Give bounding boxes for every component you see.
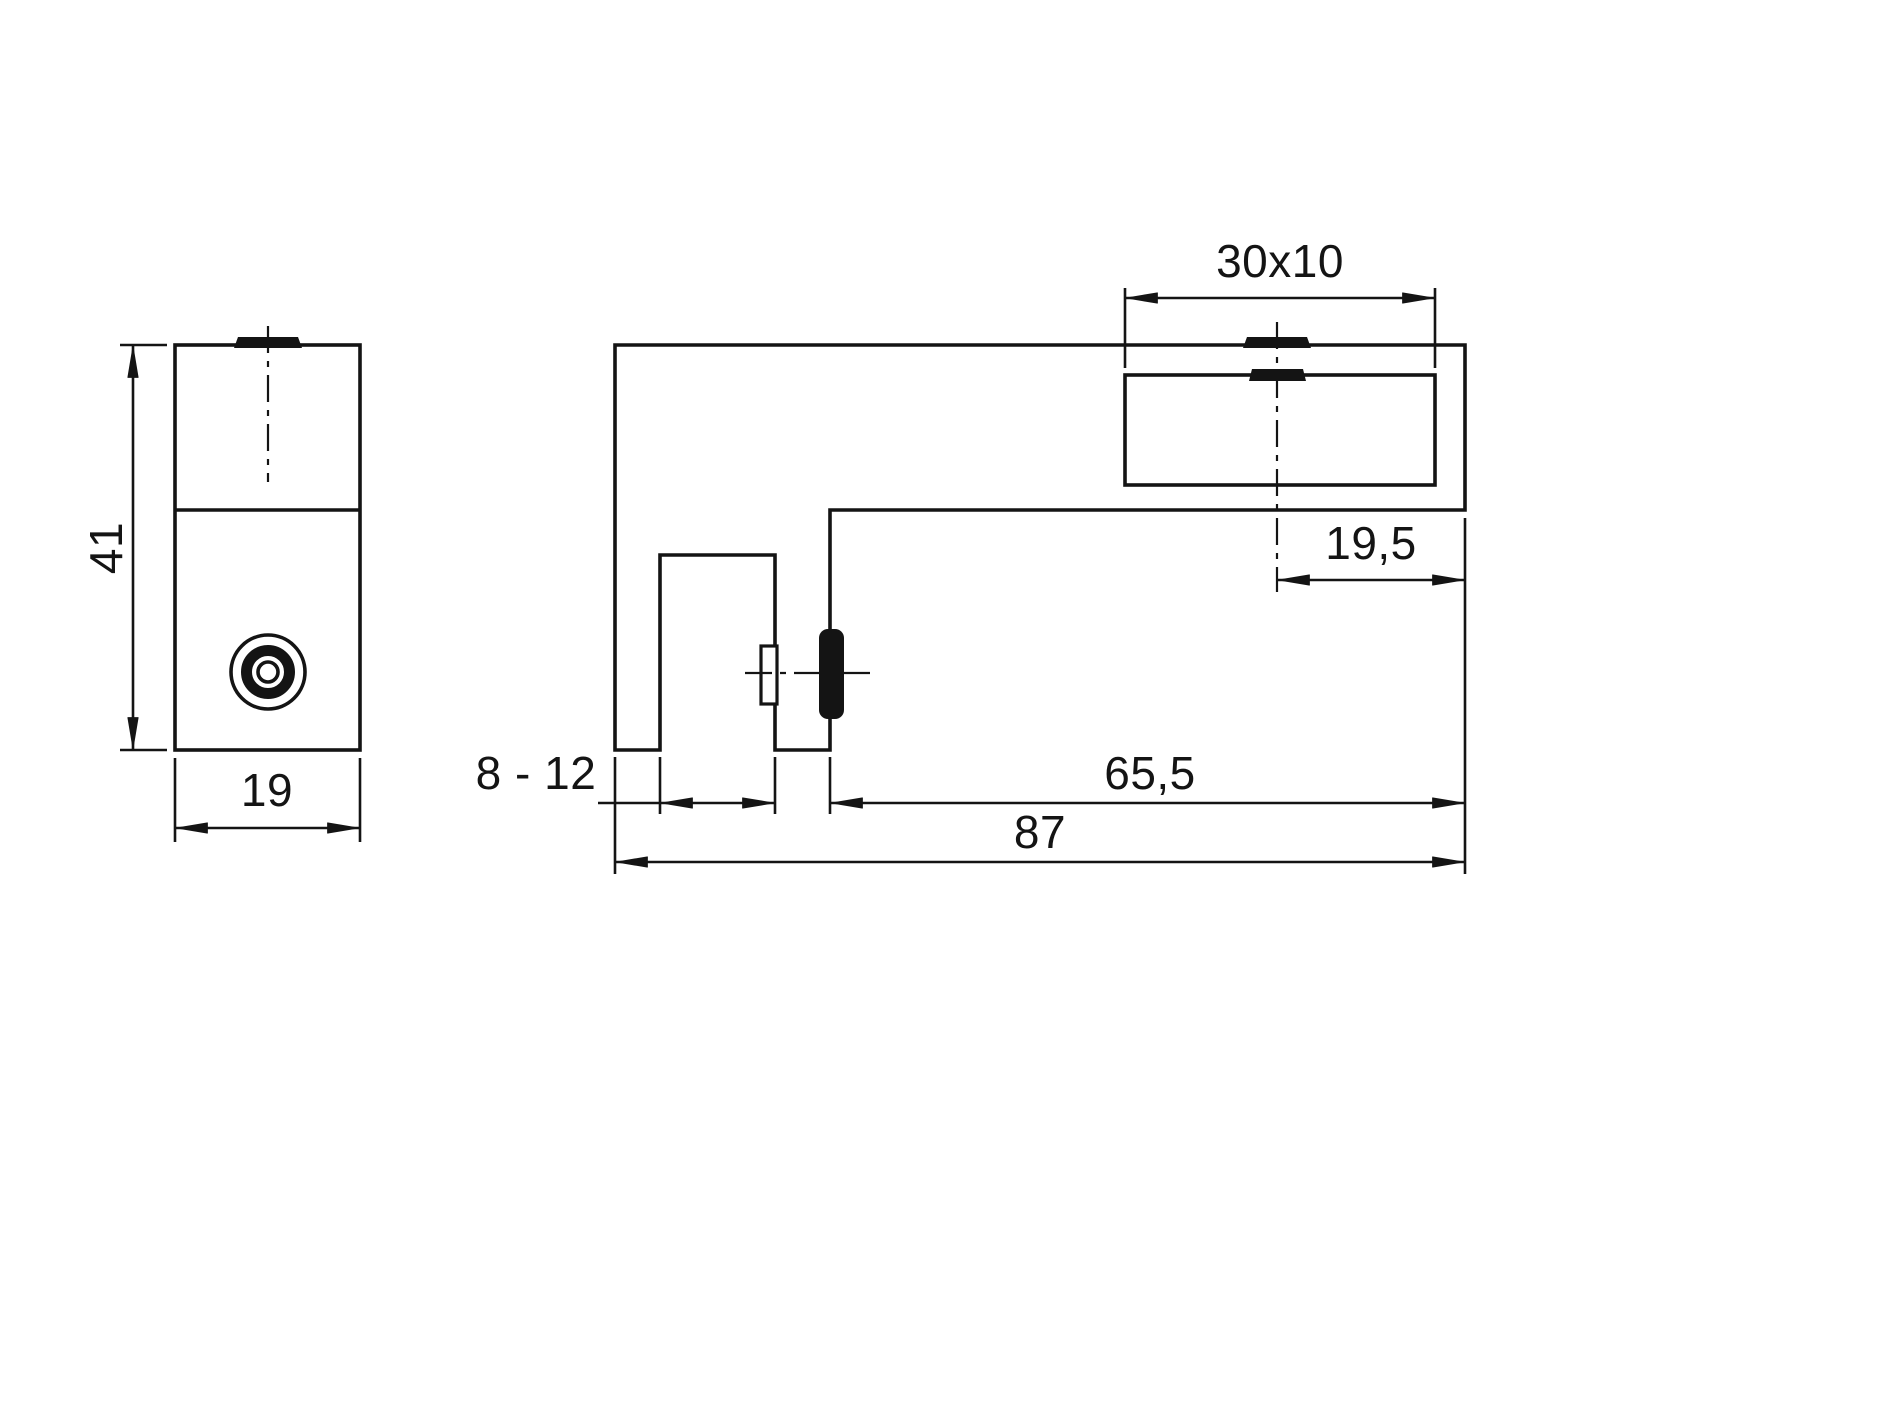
side-view <box>173 326 362 752</box>
slot-rect <box>1123 373 1437 487</box>
dim-side-width-label: 19 <box>241 764 293 816</box>
dim-arm-length-label: 65,5 <box>1104 747 1196 799</box>
dim-slot-offset-label: 19,5 <box>1325 517 1417 569</box>
dimensions: 41 19 30x10 19,5 8 - 12 65,5 <box>80 235 1467 874</box>
front-view <box>613 322 1467 752</box>
dim-gap-label: 8 - 12 <box>476 747 597 799</box>
front-view-outline <box>613 343 1467 752</box>
dim-side-height-label: 41 <box>80 522 132 574</box>
dim-slot-label: 30x10 <box>1216 235 1344 287</box>
dim-overall-length-label: 87 <box>1014 806 1066 858</box>
clamp-screw-center-circle <box>256 660 280 684</box>
clamp-screw-ring <box>241 645 295 699</box>
clamp-screw-outer-circle <box>229 633 307 711</box>
clamp-pad <box>759 644 779 706</box>
